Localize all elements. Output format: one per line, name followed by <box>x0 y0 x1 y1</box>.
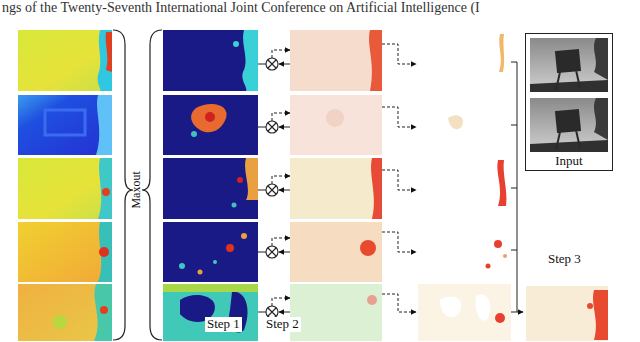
output-image <box>526 286 608 341</box>
step-label: Step 3 <box>548 252 581 267</box>
box-label: Input <box>555 153 582 169</box>
heatmap-column <box>18 30 112 341</box>
mask-column <box>163 30 258 341</box>
step-label: Step 2 <box>264 317 301 332</box>
running-header: ngs of the Twenty-Seventh International … <box>2 0 480 16</box>
maxout-label: Maxout <box>130 171 144 208</box>
input-photo <box>530 38 608 152</box>
weighted-map-column <box>290 30 382 341</box>
maxout-brace <box>113 30 162 340</box>
input-box: Input <box>525 33 613 171</box>
step-label: Step 1 <box>205 317 242 332</box>
multiply-symbols <box>266 58 278 318</box>
masked-part-column <box>418 30 511 341</box>
